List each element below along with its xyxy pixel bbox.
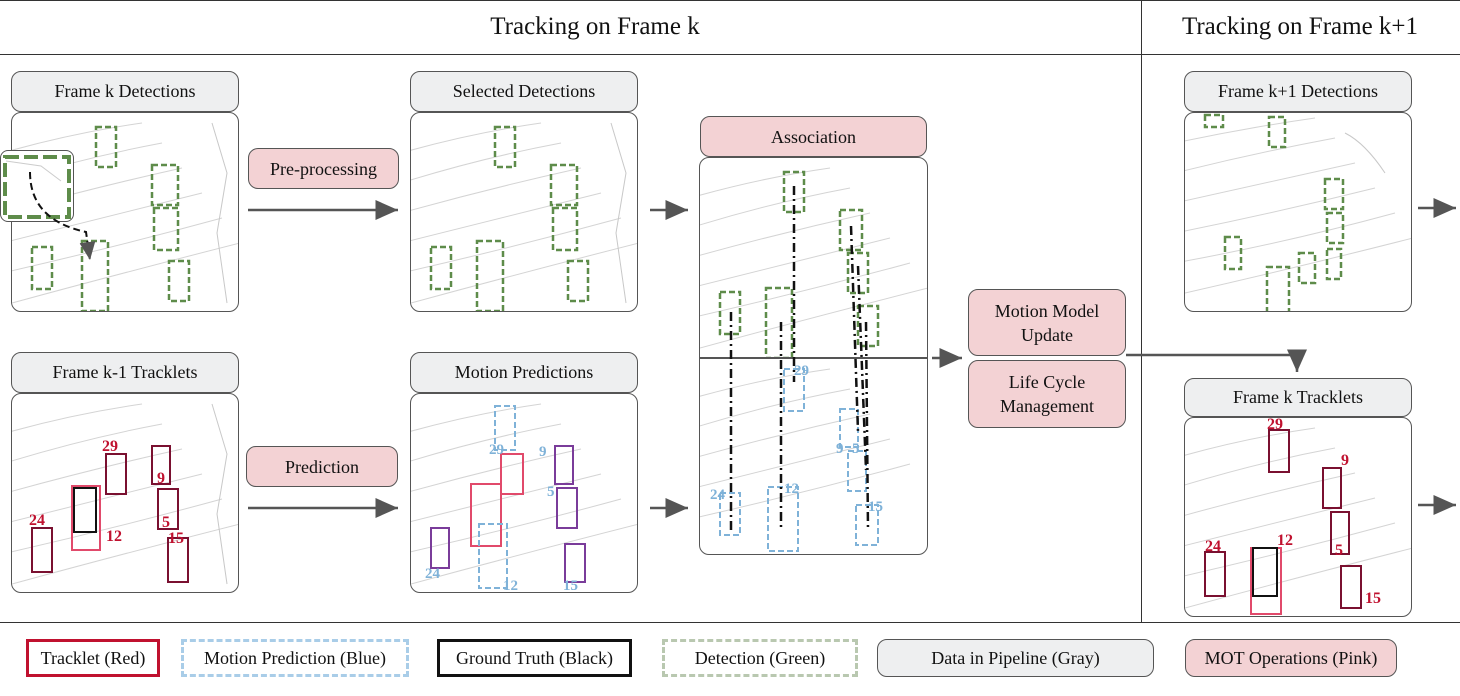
op-preprocessing: Pre-processing [248, 148, 399, 189]
op-motion-model-update-line1: Motion Model [994, 300, 1100, 321]
label-frame-k1-detections: Frame k+1 Detections [1184, 71, 1412, 112]
label-motion-predictions: Motion Predictions [410, 352, 638, 393]
legend-tracklet: Tracklet (Red) [26, 639, 160, 677]
legend-mot-operations: MOT Operations (Pink) [1185, 639, 1397, 677]
legend-detection: Detection (Green) [662, 639, 858, 677]
panel-selected-detections [410, 112, 638, 312]
lidar-scene-trk-k1 [12, 403, 238, 585]
frame-divider [1141, 0, 1142, 622]
legend-ground-truth: Ground Truth (Black) [437, 639, 632, 677]
panel-motion-predictions: 29 9 5 24 12 15 [410, 393, 638, 593]
pred-id-9: 9 [539, 444, 547, 460]
label-frame-k-tracklets: Frame k Tracklets [1184, 378, 1412, 417]
trk-id-12: 12 [1277, 532, 1293, 549]
header-frame-k1: Tracking on Frame k+1 [1181, 13, 1419, 40]
lidar-scene-assoc-top [700, 167, 927, 357]
panel-frame-k-tracklets: 29 9 24 12 5 15 [1184, 417, 1412, 617]
track-id-29: 29 [102, 438, 118, 455]
track-id-9: 9 [157, 470, 165, 487]
trk-id-9: 9 [1341, 452, 1349, 469]
lidar-scene-predictions [411, 403, 637, 589]
arrow-update-to-tracklets [1126, 349, 1307, 372]
track-id-15: 15 [168, 530, 184, 547]
panel-frame-k1-tracklets: 29 9 24 12 5 15 [11, 393, 239, 593]
legend-motion-prediction: Motion Prediction (Blue) [181, 639, 409, 677]
track-id-24: 24 [29, 512, 45, 529]
label-frame-k-detections: Frame k Detections [11, 71, 239, 112]
header-frame-k: Tracking on Frame k [490, 13, 700, 40]
op-motion-model-update: Motion Model Update [968, 289, 1126, 356]
trk-id-24: 24 [1205, 538, 1221, 555]
track-id-5: 5 [162, 514, 170, 531]
detection-zoom-inset [0, 150, 74, 222]
legend-divider [0, 622, 1460, 623]
header-divider [0, 54, 1460, 55]
lidar-scene-selected [411, 122, 637, 311]
lidar-scene-det-k1 [1185, 113, 1411, 311]
pred-id-15: 15 [563, 578, 578, 593]
panel-association-predictions: 29 9 5 24 12 15 [699, 358, 928, 555]
track-id-12: 12 [106, 528, 122, 545]
op-life-cycle-line2: Management [1000, 396, 1094, 416]
legend-data-pipeline: Data in Pipeline (Gray) [877, 639, 1154, 677]
op-motion-model-update-line2: Update [1021, 324, 1073, 345]
panel-frame-k1-detections [1184, 112, 1412, 312]
assoc-id-9: 9 [836, 441, 844, 457]
panel-association-detections [699, 157, 928, 358]
top-border [0, 0, 1460, 1]
op-life-cycle-management: Life Cycle Management [968, 360, 1126, 428]
op-prediction: Prediction [246, 446, 398, 487]
assoc-id-29: 29 [794, 363, 809, 379]
trk-id-5: 5 [1335, 542, 1343, 559]
label-selected-detections: Selected Detections [410, 71, 638, 112]
label-frame-k1-tracklets: Frame k-1 Tracklets [11, 352, 239, 393]
lidar-scene-assoc-bottom [700, 368, 911, 552]
op-association: Association [700, 116, 927, 157]
pred-id-12: 12 [503, 578, 518, 593]
lidar-scene-trk-k [1185, 427, 1411, 615]
pred-id-29: 29 [489, 442, 504, 458]
assoc-id-15: 15 [868, 499, 883, 515]
assoc-id-5: 5 [852, 441, 860, 457]
op-life-cycle-line1: Life Cycle [1008, 372, 1086, 392]
trk-id-29: 29 [1267, 417, 1283, 433]
assoc-id-12: 12 [784, 481, 799, 497]
pred-id-24: 24 [425, 566, 440, 582]
pred-id-5: 5 [547, 484, 555, 500]
assoc-id-24: 24 [710, 487, 725, 503]
trk-id-15: 15 [1365, 590, 1381, 607]
